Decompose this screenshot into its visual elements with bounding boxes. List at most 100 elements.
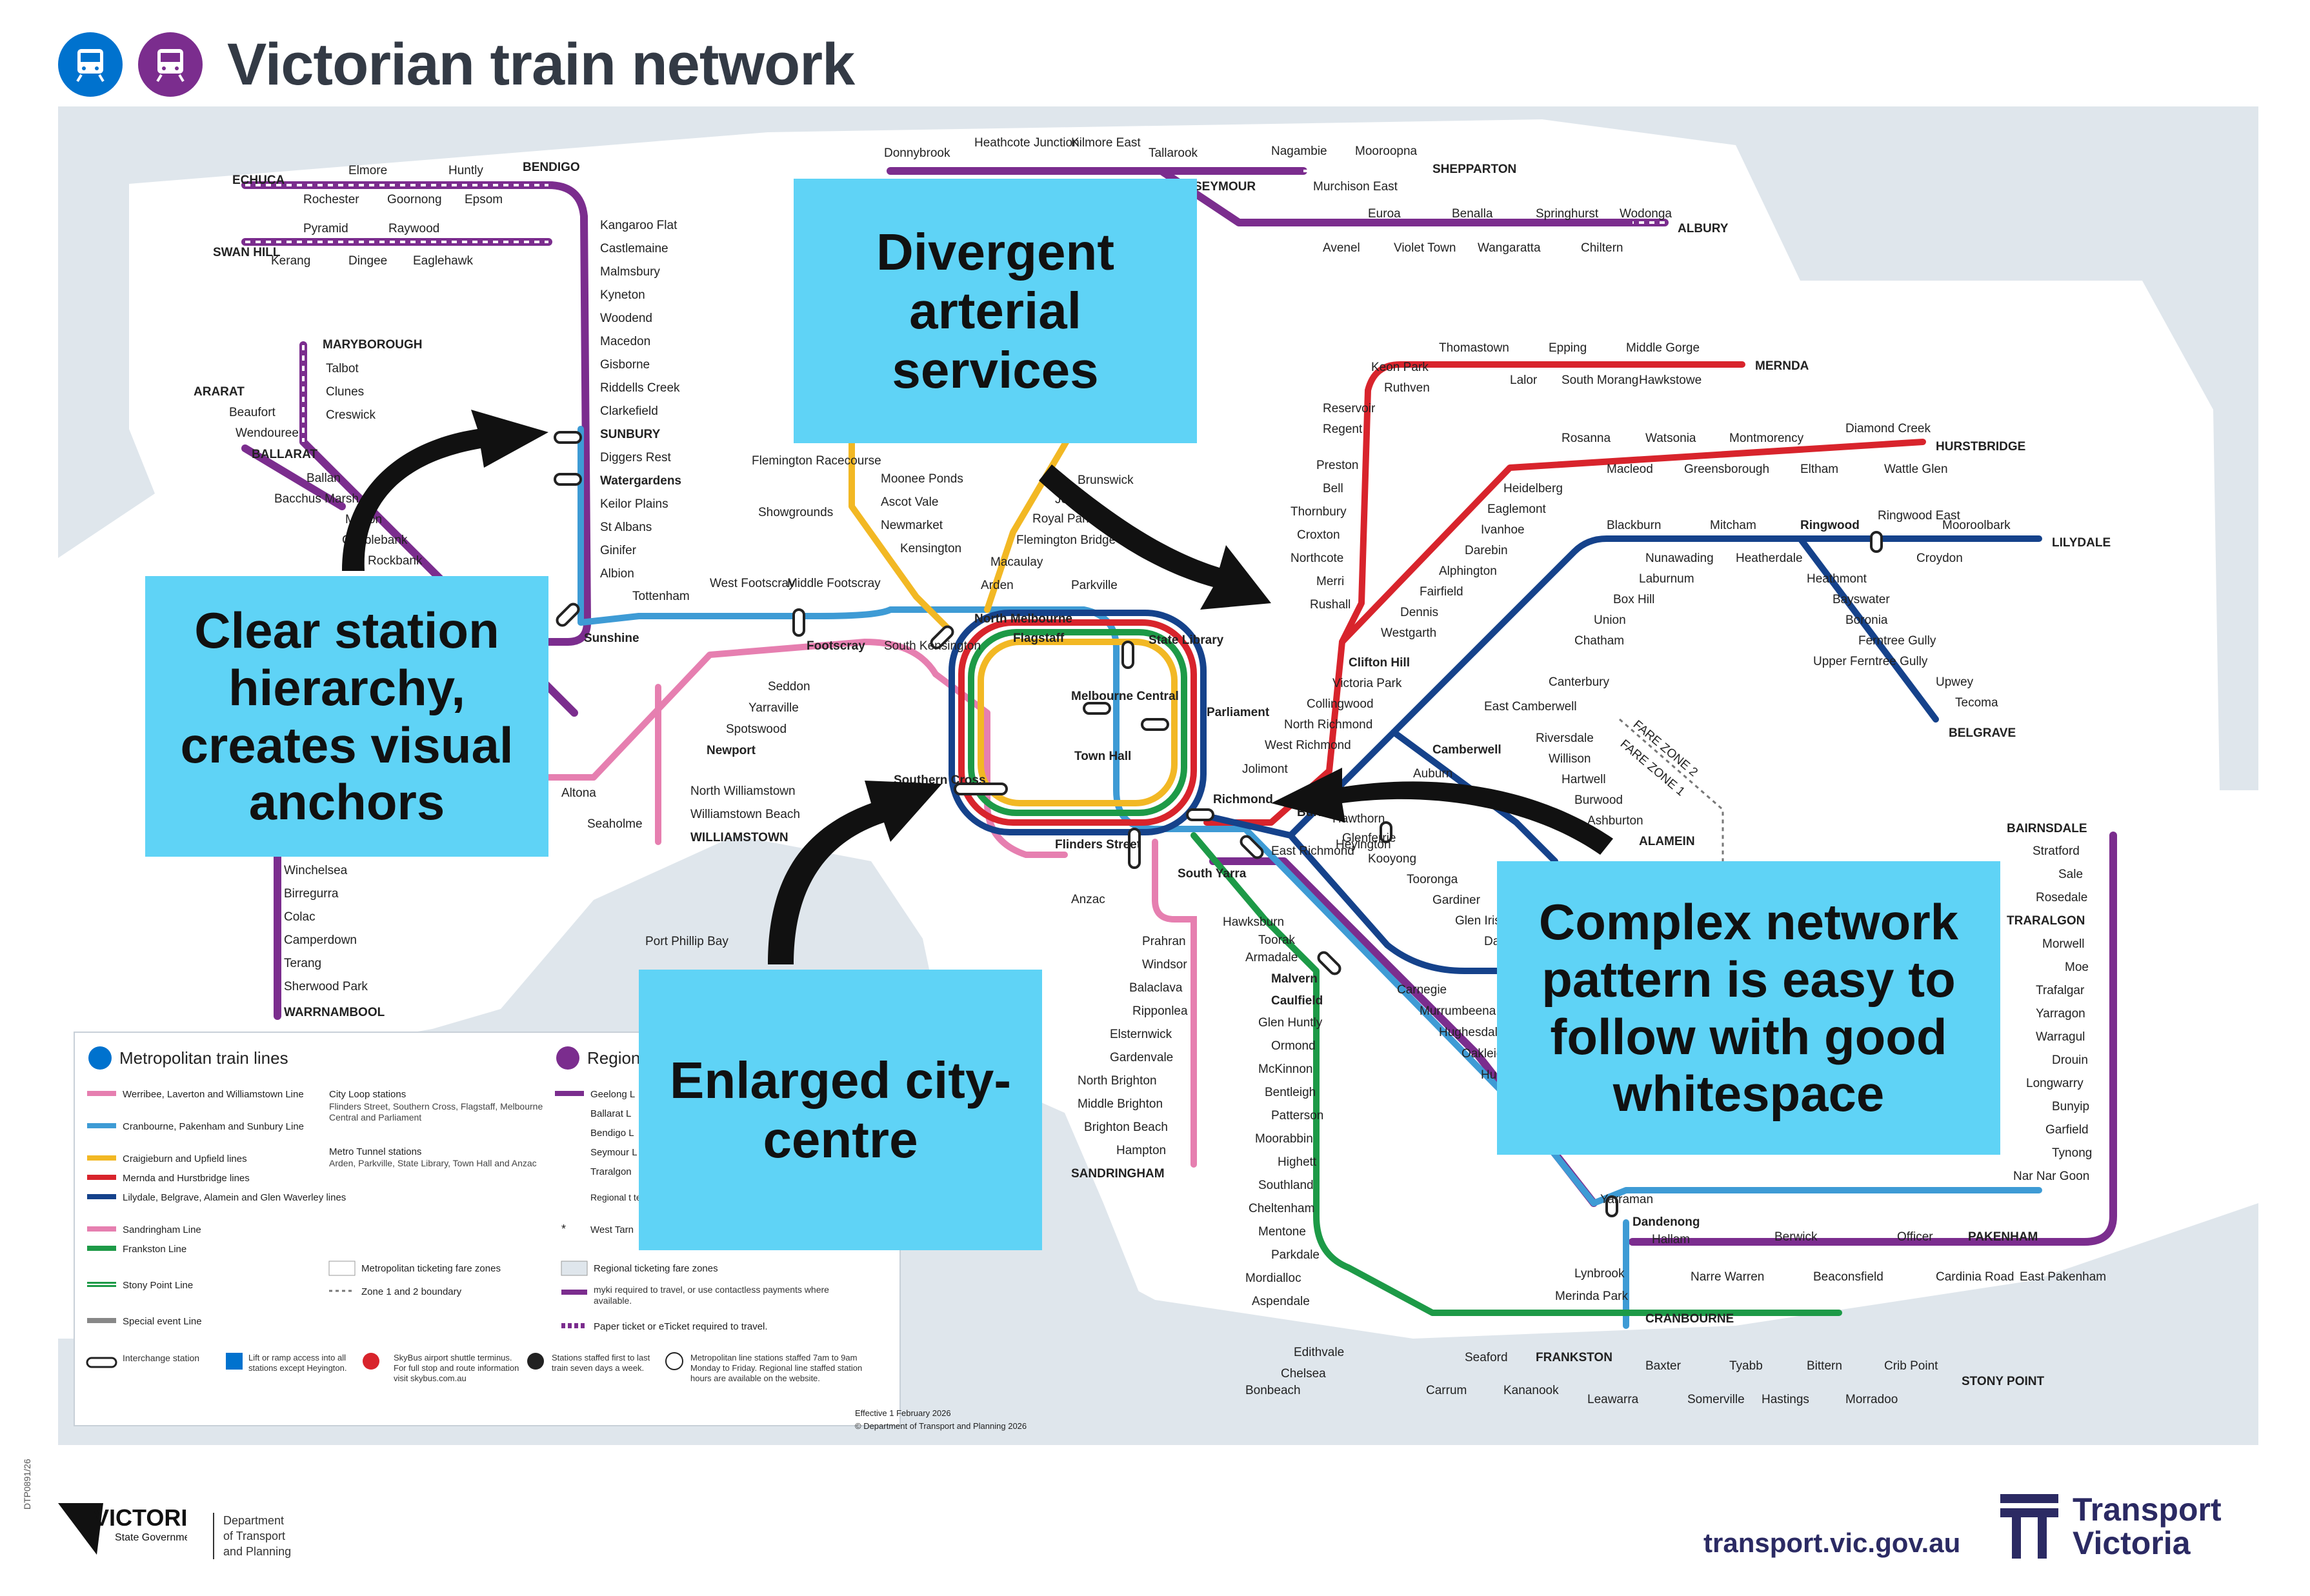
station-label: Sale	[2058, 868, 2083, 881]
legend-loop-desc: Flinders Street, Southern Cross, Flagsta…	[329, 1101, 543, 1122]
station-label: Euroa	[1368, 207, 1401, 221]
station-label: Parkdale	[1271, 1248, 1320, 1262]
station-label: Fairfield	[1420, 585, 1463, 599]
station-label: Parkville	[1071, 579, 1118, 592]
station-label: Montmorency	[1729, 432, 1804, 445]
station-label: Winchelsea	[284, 864, 348, 877]
station-label: Bentleigh	[1265, 1086, 1316, 1099]
dept-line-2: of Transport	[223, 1530, 286, 1542]
station-label: Hallam	[1652, 1233, 1690, 1246]
station-label: Ruthven	[1384, 381, 1430, 395]
station-label: SHEPPARTON	[1432, 163, 1516, 176]
station-label: Dandenong	[1632, 1215, 1700, 1229]
tv-line-1: Transport	[2073, 1491, 2222, 1528]
station-label: Garfield	[2045, 1123, 2089, 1137]
station-label: Woodend	[600, 312, 652, 325]
legend-regional-line: Bendigo L	[590, 1128, 634, 1139]
legend-regional-title: Region	[587, 1048, 640, 1068]
station-label: Rushall	[1310, 598, 1351, 612]
station-label: Kangaroo Flat	[600, 219, 678, 232]
legend-fare-metro: Metropolitan ticketing fare zones	[361, 1263, 501, 1274]
station-label: Brighton Beach	[1084, 1121, 1168, 1134]
legend-regional-line: Traralgon	[590, 1166, 632, 1177]
station-label: Balaclava	[1129, 981, 1183, 995]
station-label: Ripponlea	[1132, 1004, 1188, 1018]
station-label: Carrum	[1426, 1384, 1467, 1397]
station-label: Epping	[1549, 341, 1587, 355]
station-label: Footscray	[807, 639, 865, 653]
legend-line-label: Frankston Line	[123, 1244, 186, 1255]
station-label: Watsonia	[1645, 432, 1696, 445]
station-label: Benalla	[1452, 207, 1493, 221]
station-label: Glen Huntly	[1258, 1016, 1323, 1030]
station-label: Heidelberg	[1503, 482, 1563, 495]
legend-staffed-wrap: Stations staffed first to last train sev…	[552, 1353, 650, 1373]
legend-effective: Effective 1 February 2026	[855, 1408, 951, 1418]
regional-dashes	[245, 170, 1665, 442]
station-label: WILLIAMSTOWN	[690, 831, 788, 844]
station-label: STONY POINT	[1962, 1375, 2044, 1388]
station-label: Ringwood	[1800, 519, 1860, 532]
page-header: Victorian train network	[58, 19, 855, 110]
legend-metro-title: Metropolitan train lines	[119, 1048, 288, 1068]
station-label: Caulfield	[1271, 994, 1323, 1008]
station-label: Royal Park	[1032, 512, 1092, 526]
station-label: Heatherdale	[1736, 552, 1803, 565]
station-label: SANDRINGHAM	[1071, 1167, 1165, 1181]
station-label: Hampton	[1116, 1144, 1166, 1157]
metro-legend-icon	[88, 1046, 112, 1070]
station-label: Croxton	[1297, 528, 1340, 542]
vic-logo-sub: State Government	[115, 1532, 187, 1543]
station-label: Carnegie	[1397, 983, 1447, 997]
station-label: Wendouree	[236, 426, 299, 440]
station-label: Mentone	[1258, 1225, 1306, 1239]
legend-copyright: © Department of Transport and Planning 2…	[855, 1421, 1027, 1431]
station-label: Hawksburn	[1223, 915, 1284, 929]
station-label: Middle Brighton	[1078, 1097, 1163, 1111]
legend-metro-zone-swatch	[328, 1261, 356, 1276]
station-label: Willison	[1549, 752, 1591, 766]
station-label: North Williamstown	[690, 784, 796, 798]
legend-myki-wrap: myki required to travel, or use contactl…	[594, 1284, 829, 1306]
station-label: ECHUCA	[232, 174, 285, 187]
station-label: Anzac	[1071, 893, 1105, 906]
network-map[interactable]: Port Phillip Bay	[58, 106, 2258, 1445]
station-label: BALLARAT	[252, 448, 317, 461]
legend-line-label: Stony Point Line	[123, 1280, 193, 1291]
station-label: Rochester	[303, 193, 359, 206]
station-label: Clunes	[326, 385, 364, 399]
station-label: Macaulay	[990, 555, 1043, 569]
station-label: Toorak	[1258, 933, 1296, 947]
station-label: Spotswood	[726, 723, 787, 736]
station-label: Mordialloc	[1245, 1272, 1301, 1285]
legend-skybus: SkyBus airport shuttle terminus. For ful…	[394, 1353, 519, 1383]
station-label: East Richmond	[1271, 844, 1354, 858]
website-link[interactable]: transport.vic.gov.au	[1703, 1528, 1961, 1558]
station-label: Birregurra	[284, 887, 339, 901]
station-label: SWAN HILL	[213, 246, 281, 259]
station-label: Nunawading	[1645, 552, 1714, 565]
station-label: Raywood	[388, 222, 439, 235]
station-label: State Library	[1149, 633, 1224, 647]
station-label: Brunswick	[1078, 474, 1134, 487]
station-label: Seaholme	[587, 817, 643, 831]
station-label: Kooyong	[1368, 852, 1416, 866]
legend-interchange-swatch	[86, 1357, 117, 1368]
transport-victoria-text: Transport Victoria	[2073, 1493, 2222, 1560]
station-label: Hartwell	[1562, 773, 1606, 786]
legend-staffed: Stations staffed first to last train sev…	[552, 1353, 650, 1373]
station-label: Canterbury	[1549, 675, 1609, 689]
station-label: Collingwood	[1307, 697, 1374, 711]
station-label: Berwick	[1774, 1230, 1818, 1244]
station-label: ALAMEIN	[1639, 835, 1695, 848]
station-label: Nagambie	[1271, 145, 1327, 158]
station-label: Eaglemont	[1487, 503, 1547, 516]
sandringham-line	[1152, 839, 1197, 1168]
station-label: Mooroolbark	[1942, 519, 2011, 532]
station-label: Heyington	[1336, 838, 1391, 852]
station-label: Rosedale	[2036, 891, 2087, 904]
station-label: Moonee Ponds	[881, 472, 963, 486]
station-label: Kananook	[1503, 1384, 1559, 1397]
station-label: Dennis	[1400, 606, 1438, 619]
station-label: Glenferrie	[1342, 832, 1396, 845]
